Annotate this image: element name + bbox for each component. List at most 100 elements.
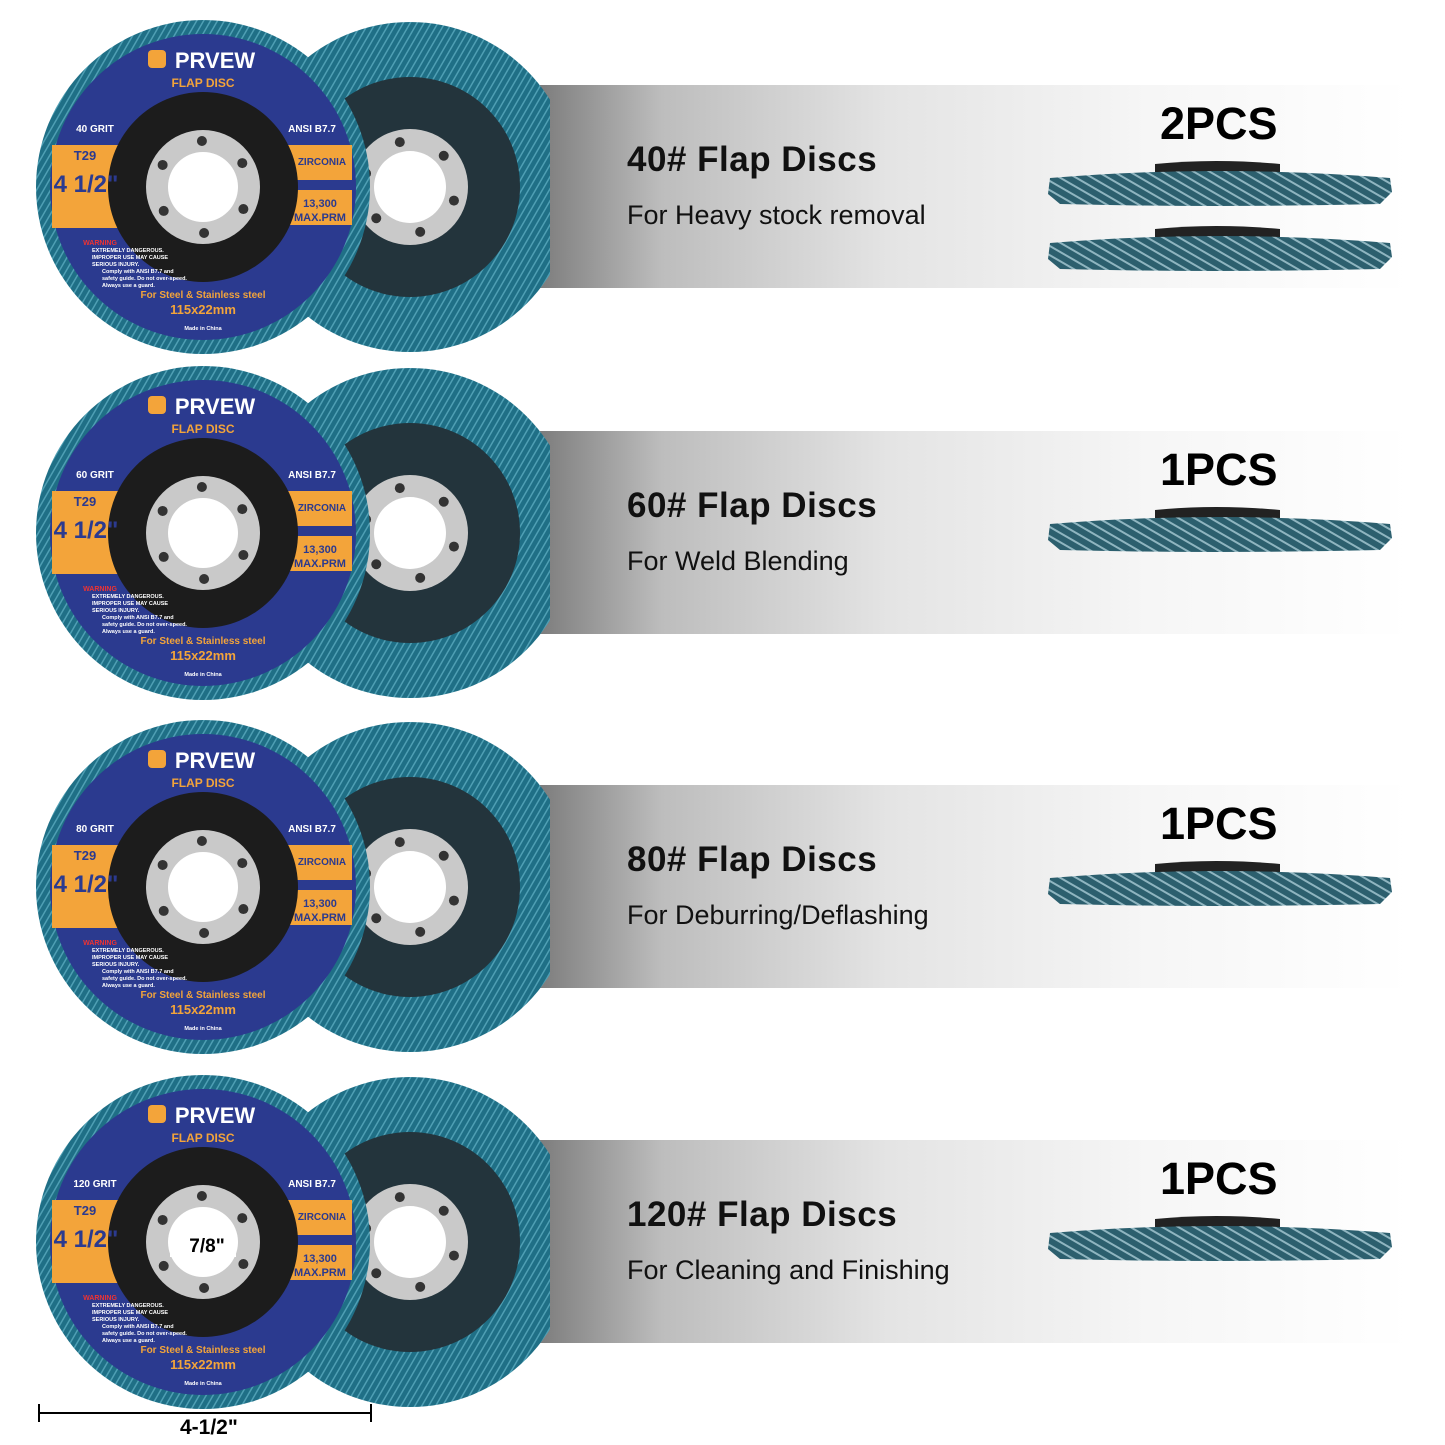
dimensions-label: 115x22mm bbox=[170, 1357, 236, 1372]
warning-text: Comply with ANSI B7.7 and bbox=[102, 269, 174, 275]
warning-text: EXTREMELY DANGEROUS. bbox=[92, 594, 164, 600]
warning-text: SERIOUS INJURY. bbox=[92, 962, 140, 968]
disc-side-view bbox=[1048, 161, 1392, 206]
type-label: T29 bbox=[74, 848, 96, 863]
warning-text: Always use a guard. bbox=[102, 629, 155, 635]
origin-label: Made in China bbox=[184, 326, 222, 332]
warning-text: safety guide. Do not over-speed. bbox=[102, 976, 187, 982]
type-label: T29 bbox=[74, 1203, 96, 1218]
warning-text: safety guide. Do not over-speed. bbox=[102, 622, 187, 628]
brand-logo: PRVEW bbox=[175, 748, 256, 773]
application-label: For Steel & Stainless steel bbox=[140, 990, 265, 1001]
quantity-label: 1PCS bbox=[1160, 1153, 1278, 1204]
warning-text: safety guide. Do not over-speed. bbox=[102, 1331, 187, 1337]
rpm-unit: MAX.PRM bbox=[294, 912, 346, 924]
warning-text: safety guide. Do not over-speed. bbox=[102, 276, 187, 282]
grit-label: 40 GRIT bbox=[76, 124, 114, 135]
quantity-label: 2PCS bbox=[1160, 98, 1278, 149]
warning-text: IMPROPER USE MAY CAUSE bbox=[92, 255, 168, 261]
warning-label: WARNING bbox=[83, 1295, 117, 1302]
warning-text: EXTREMELY DANGEROUS. bbox=[92, 248, 164, 254]
warning-text: Always use a guard. bbox=[102, 1338, 155, 1344]
dimensions-label: 115x22mm bbox=[170, 302, 236, 317]
warning-label: WARNING bbox=[83, 940, 117, 947]
row-title: 40# Flap Discs bbox=[627, 140, 878, 179]
rpm-unit: MAX.PRM bbox=[294, 1267, 346, 1279]
disc-front: 7/8" PRVEW FLAP DISC 120 GRIT ANSI B7.7 … bbox=[36, 1075, 370, 1409]
standard-label: ANSI B7.7 bbox=[288, 1179, 336, 1190]
rpm-value: 13,300 bbox=[303, 1253, 337, 1265]
rpm-value: 13,300 bbox=[303, 898, 337, 910]
product-name: FLAP DISC bbox=[171, 776, 234, 790]
grit-label: 80 GRIT bbox=[76, 824, 114, 835]
material-label: ZIRCONIA bbox=[298, 503, 346, 514]
product-name: FLAP DISC bbox=[171, 1131, 234, 1145]
grit-label: 120 GRIT bbox=[73, 1179, 116, 1190]
disc-front: PRVEW FLAP DISC 60 GRIT ANSI B7.7 T29 4 … bbox=[36, 366, 370, 700]
size-label: 4 1/2" bbox=[54, 1226, 119, 1253]
product-row: PRVEW FLAP DISC 40 GRIT ANSI B7.7 T29 4 … bbox=[0, 20, 1445, 360]
origin-label: Made in China bbox=[184, 1381, 222, 1387]
row-subtitle: For Cleaning and Finishing bbox=[627, 1255, 950, 1285]
warning-text: SERIOUS INJURY. bbox=[92, 608, 140, 614]
diameter-dimension-line bbox=[38, 1404, 372, 1422]
origin-label: Made in China bbox=[184, 1026, 222, 1032]
grit-label: 60 GRIT bbox=[76, 470, 114, 481]
warning-text: SERIOUS INJURY. bbox=[92, 262, 140, 268]
flap-disc-image: 7/8" PRVEW FLAP DISC 120 GRIT ANSI B7.7 … bbox=[36, 1075, 550, 1409]
disc-side-view bbox=[1048, 861, 1392, 906]
rpm-value: 13,300 bbox=[303, 198, 337, 210]
row-subtitle: For Weld Blending bbox=[627, 546, 849, 576]
rpm-unit: MAX.PRM bbox=[294, 558, 346, 570]
material-label: ZIRCONIA bbox=[298, 1212, 346, 1223]
warning-text: Always use a guard. bbox=[102, 983, 155, 989]
product-row: 7/8" PRVEW FLAP DISC 120 GRIT ANSI B7.7 … bbox=[0, 1075, 1445, 1415]
disc-front: PRVEW FLAP DISC 40 GRIT ANSI B7.7 T29 4 … bbox=[36, 20, 370, 354]
warning-text: SERIOUS INJURY. bbox=[92, 1317, 140, 1323]
product-name: FLAP DISC bbox=[171, 422, 234, 436]
warning-text: IMPROPER USE MAY CAUSE bbox=[92, 601, 168, 607]
application-label: For Steel & Stainless steel bbox=[140, 290, 265, 301]
size-label: 4 1/2" bbox=[54, 871, 119, 898]
application-label: For Steel & Stainless steel bbox=[140, 636, 265, 647]
product-row: PRVEW FLAP DISC 80 GRIT ANSI B7.7 T29 4 … bbox=[0, 720, 1445, 1060]
warning-text: Comply with ANSI B7.7 and bbox=[102, 1324, 174, 1330]
disc-front: PRVEW FLAP DISC 80 GRIT ANSI B7.7 T29 4 … bbox=[36, 720, 370, 1054]
disc-side-view bbox=[1048, 226, 1392, 271]
application-label: For Steel & Stainless steel bbox=[140, 1345, 265, 1356]
disc-side-view bbox=[1048, 1216, 1392, 1261]
size-label: 4 1/2" bbox=[54, 517, 119, 544]
warning-label: WARNING bbox=[83, 240, 117, 247]
row-subtitle: For Heavy stock removal bbox=[627, 200, 926, 230]
standard-label: ANSI B7.7 bbox=[288, 824, 336, 835]
rpm-unit: MAX.PRM bbox=[294, 212, 346, 224]
warning-text: EXTREMELY DANGEROUS. bbox=[92, 948, 164, 954]
warning-text: IMPROPER USE MAY CAUSE bbox=[92, 955, 168, 961]
warning-label: WARNING bbox=[83, 586, 117, 593]
dimensions-label: 115x22mm bbox=[170, 648, 236, 663]
origin-label: Made in China bbox=[184, 672, 222, 678]
row-title: 80# Flap Discs bbox=[627, 840, 878, 879]
row-title: 60# Flap Discs bbox=[627, 486, 878, 525]
brand-logo: PRVEW bbox=[175, 1103, 256, 1128]
brand-logo: PRVEW bbox=[175, 48, 256, 73]
flap-disc-image: PRVEW FLAP DISC 60 GRIT ANSI B7.7 T29 4 … bbox=[36, 366, 550, 700]
product-row: PRVEW FLAP DISC 60 GRIT ANSI B7.7 T29 4 … bbox=[0, 366, 1445, 706]
quantity-label: 1PCS bbox=[1160, 444, 1278, 495]
material-label: ZIRCONIA bbox=[298, 857, 346, 868]
brand-logo: PRVEW bbox=[175, 394, 256, 419]
rpm-value: 13,300 bbox=[303, 544, 337, 556]
warning-text: Always use a guard. bbox=[102, 283, 155, 289]
material-label: ZIRCONIA bbox=[298, 157, 346, 168]
row-subtitle: For Deburring/Deflashing bbox=[627, 900, 929, 930]
arbor-size-label: 7/8" bbox=[189, 1236, 224, 1257]
warning-text: IMPROPER USE MAY CAUSE bbox=[92, 1310, 168, 1316]
type-label: T29 bbox=[74, 494, 96, 509]
standard-label: ANSI B7.7 bbox=[288, 124, 336, 135]
disc-side-view bbox=[1048, 507, 1392, 552]
quantity-label: 1PCS bbox=[1160, 798, 1278, 849]
warning-text: Comply with ANSI B7.7 and bbox=[102, 969, 174, 975]
flap-disc-image: PRVEW FLAP DISC 40 GRIT ANSI B7.7 T29 4 … bbox=[36, 20, 550, 354]
row-title: 120# Flap Discs bbox=[627, 1195, 898, 1234]
warning-text: EXTREMELY DANGEROUS. bbox=[92, 1303, 164, 1309]
